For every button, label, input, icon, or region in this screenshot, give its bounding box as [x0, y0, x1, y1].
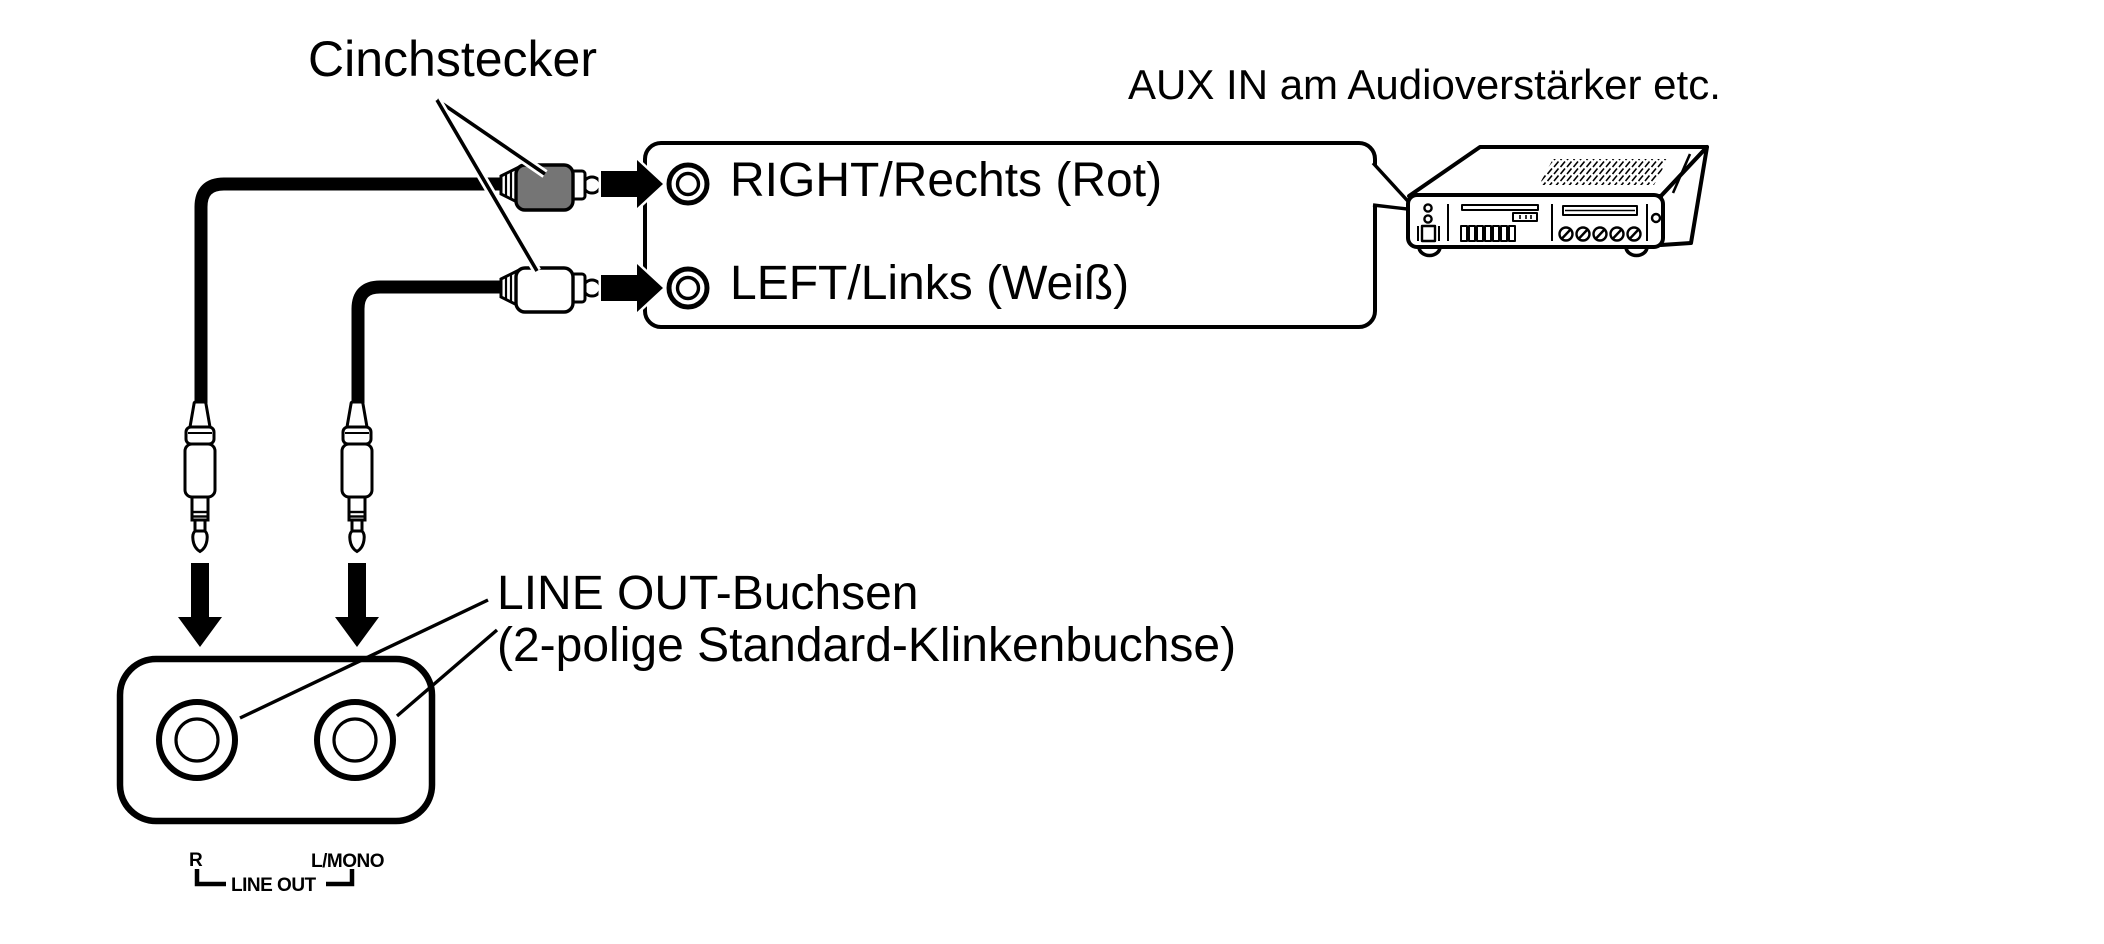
rca-cable-left [351, 280, 508, 403]
cinch-callout-lines [433, 96, 548, 274]
line-out-jack-r [156, 699, 238, 781]
lineout-label-line2: (2-polige Standard-Klinkenbuchse) [497, 619, 1236, 672]
audio-amplifier-icon [1406, 145, 1709, 258]
aux-in-jack-bottom [1423, 214, 1433, 224]
panel-label-r: R [189, 850, 203, 871]
right-jack-label: RIGHT/Rechts (Rot) [730, 154, 1162, 207]
arrow-down-icon-right [178, 563, 222, 647]
display [1562, 205, 1638, 216]
headphone-jack [1650, 212, 1662, 224]
power-button [1420, 224, 1437, 243]
arrow-right-icon-top [598, 154, 667, 214]
vent-hatch [1539, 159, 1668, 185]
arrow-right-icon-bottom [598, 258, 667, 318]
button-row [1460, 225, 1516, 242]
left-jack-label: LEFT/Links (Weiß) [730, 257, 1129, 310]
cassette-window [1512, 212, 1538, 222]
panel-label-lmono: L/MONO [311, 851, 384, 872]
line-out-bracket [194, 869, 355, 887]
aux-in-jack-top [1423, 203, 1433, 213]
knob-row [1558, 226, 1642, 242]
rca-ring-icon-right [666, 162, 710, 206]
rca-cable-right [194, 177, 506, 403]
lineout-callout-lines [239, 598, 499, 720]
jack-callout-box [643, 141, 1377, 329]
arrow-down-icon-left [335, 563, 379, 647]
phone-plug-icon-right [183, 400, 217, 554]
cinchstecker-label: Cinchstecker [308, 31, 597, 87]
disc-slot [1461, 204, 1539, 211]
aux-in-title: AUX IN am Audioverstärker etc. [1128, 61, 1721, 108]
rca-plug-red-icon [499, 163, 602, 212]
rca-plug-white-icon [499, 266, 602, 314]
line-out-jack-lmono [314, 699, 396, 781]
phone-plug-icon-left [340, 400, 374, 554]
rca-ring-icon-left [666, 266, 710, 310]
panel-label-lineout: LINE OUT [231, 875, 317, 896]
lineout-label-line1: LINE OUT-Buchsen [497, 567, 919, 620]
